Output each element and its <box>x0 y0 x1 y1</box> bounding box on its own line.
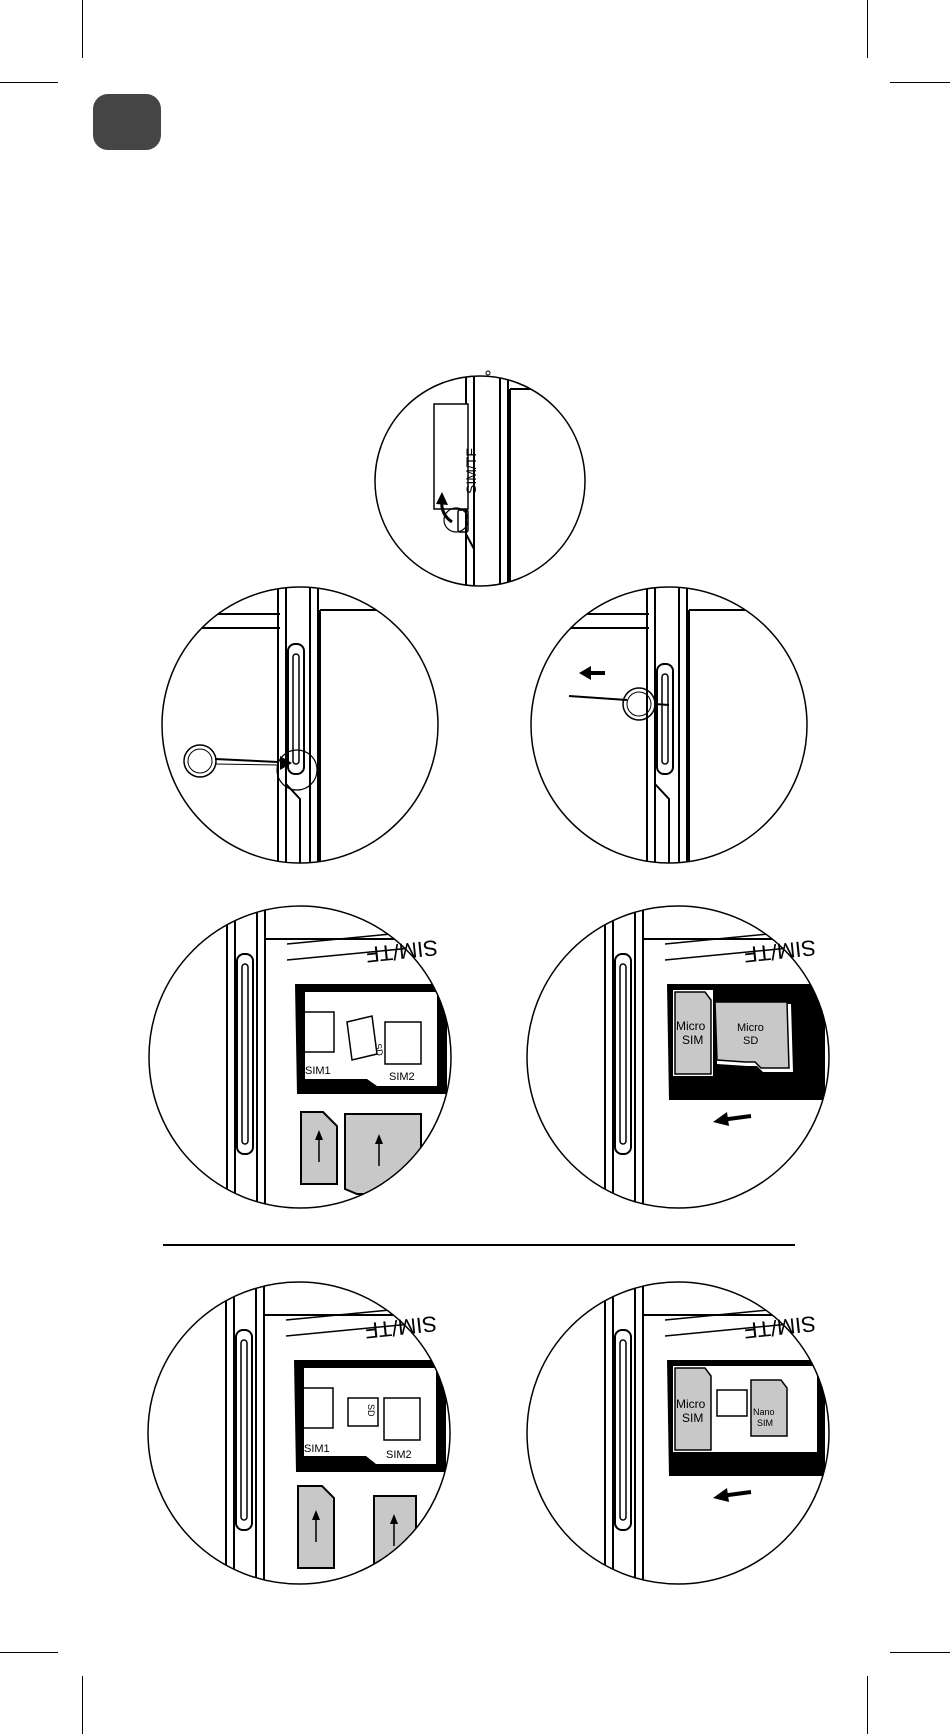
crop-mark-bottom-right-h <box>890 1652 950 1653</box>
nano-sim-label-line2: SIM <box>757 1418 773 1428</box>
crop-mark-top-left-v <box>82 0 83 58</box>
sim1-label: SIM1 <box>305 1065 331 1077</box>
micro-sim-label-line2: SIM <box>682 1411 703 1425</box>
figure-open-cover: SIM/TF <box>370 364 590 590</box>
figure-insert-pin: SIM/TF <box>160 584 442 866</box>
sim2-label: SIM2 <box>386 1449 412 1461</box>
crop-mark-bottom-left-v <box>82 1676 83 1734</box>
crop-mark-top-left-h <box>0 82 58 83</box>
crop-mark-top-right-h <box>890 82 950 83</box>
crop-mark-bottom-right-v <box>867 1676 868 1734</box>
sim-tf-label: SIM/TF <box>463 448 479 494</box>
nano-sim-label-line1: Nano <box>753 1407 775 1417</box>
micro-sim-label-line1: Micro <box>676 1019 706 1033</box>
figure-pull-tray <box>529 584 811 866</box>
figure-tray-slots-sd: SIM/TF SIM1 SIM2 SD <box>147 904 453 1210</box>
micro-sd-label-line1: Micro <box>737 1022 764 1034</box>
step-number-badge <box>93 94 161 150</box>
sim1-label: SIM1 <box>304 1443 330 1455</box>
crop-mark-top-right-v <box>867 0 868 58</box>
micro-sd-label-line2: SD <box>743 1035 758 1047</box>
figure-inserted-nano: SIM/TF Micro SIM Nano SIM <box>525 1280 831 1586</box>
section-divider <box>163 1244 795 1246</box>
crop-mark-bottom-left-h <box>0 1652 58 1653</box>
sd-slot-label: SD <box>366 1404 376 1417</box>
figure-tray-slots-nano: SIM/TF SIM1 SIM2 SD <box>146 1280 452 1586</box>
micro-sim-label-line1: Micro <box>676 1397 706 1411</box>
micro-sim-label-line2: SIM <box>682 1033 703 1047</box>
sim2-label: SIM2 <box>389 1071 415 1083</box>
figure-inserted-sd: SIM/TF Micro SIM Micro SD <box>525 904 831 1210</box>
